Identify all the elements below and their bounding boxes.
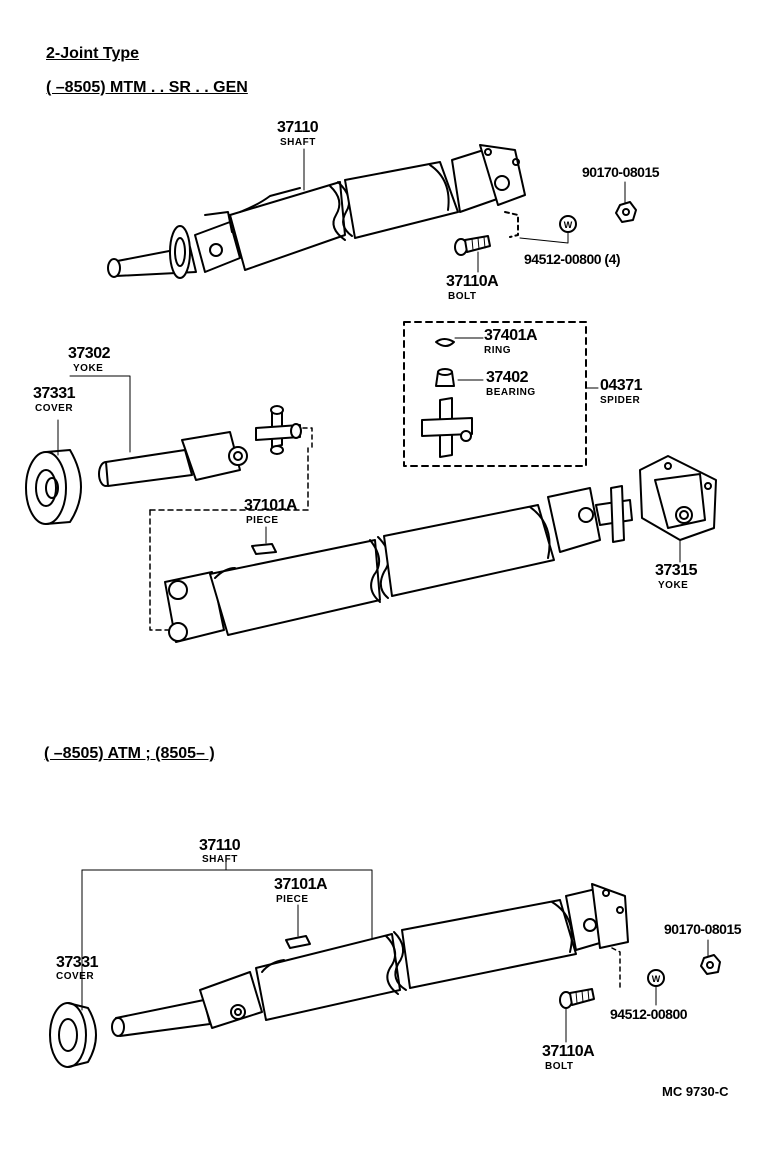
yoke-label-1: YOKE	[73, 363, 104, 374]
s1-part-37110: 37110	[277, 119, 319, 136]
ring-label: RING	[484, 345, 511, 356]
s2-piece-label: PIECE	[276, 894, 309, 905]
s2-nut-90170	[700, 939, 721, 975]
s2-piece-37101a	[285, 904, 311, 949]
figure-code: MC 9730-C	[662, 1084, 729, 1099]
s1-bolt-label: BOLT	[448, 291, 477, 302]
yoke-label-2: YOKE	[658, 580, 689, 591]
flange-yoke-37315	[639, 455, 717, 563]
s1-shaft-label: SHAFT	[280, 137, 316, 148]
s2-bolt-label: BOLT	[545, 1061, 574, 1072]
bearing-label: BEARING	[486, 387, 536, 398]
s2-washer-94512: W	[647, 969, 665, 1006]
spider-box-04371	[403, 321, 599, 467]
s2-cover-label: COVER	[56, 971, 95, 982]
s1-bolt-37110a	[454, 235, 491, 256]
cover-37331-mid	[25, 449, 82, 525]
svg-text:W: W	[652, 974, 661, 984]
s2-part-90170: 90170-08015	[664, 921, 742, 937]
s2-part-94512: 94512-00800	[610, 1006, 688, 1022]
part-37302: 37302	[68, 345, 111, 362]
s2-bolt-37110a	[559, 988, 595, 1043]
part-37331: 37331	[33, 385, 76, 402]
piece-label-1: PIECE	[246, 515, 279, 526]
part-37402: 37402	[486, 369, 529, 386]
part-37401a: 37401A	[484, 327, 538, 344]
yoke-37302	[98, 431, 248, 487]
svg-text:W: W	[564, 220, 573, 230]
part-37315: 37315	[655, 562, 698, 579]
spider-exploded-1	[255, 405, 302, 455]
joint-type-heading: 2-Joint Type	[46, 45, 140, 62]
s1-washer-94512: W	[559, 215, 577, 233]
cover-label-1: COVER	[35, 403, 74, 414]
s1-part-90170: 90170-08015	[582, 164, 660, 180]
s1-washer-leader	[519, 232, 569, 244]
s1-part-37110a: 37110A	[446, 273, 499, 290]
s2-part-37331: 37331	[56, 954, 99, 971]
s1-part-94512: 94512-00800 (4)	[524, 251, 621, 267]
s2-part-37110: 37110	[199, 837, 241, 854]
s2-part-37110a: 37110A	[542, 1043, 595, 1060]
part-04371: 04371	[600, 377, 643, 394]
section2-heading: ( –8505) ATM ; (8505– )	[44, 745, 215, 762]
s1-nut-90170	[615, 201, 637, 223]
mid-propeller-shaft	[164, 485, 633, 643]
s2-cover-37331	[49, 979, 97, 1068]
section1-heading: ( –8505) MTM . . SR . . GEN	[46, 79, 248, 96]
s1-propeller-shaft	[107, 144, 526, 279]
s2-propeller-shaft	[111, 883, 629, 1037]
piece-37101a-mid	[251, 526, 277, 555]
part-37101a-mid: 37101A	[244, 497, 298, 514]
s2-part-37101a: 37101A	[274, 876, 328, 893]
s2-shaft-label: SHAFT	[202, 854, 238, 865]
spider-label: SPIDER	[600, 395, 641, 406]
